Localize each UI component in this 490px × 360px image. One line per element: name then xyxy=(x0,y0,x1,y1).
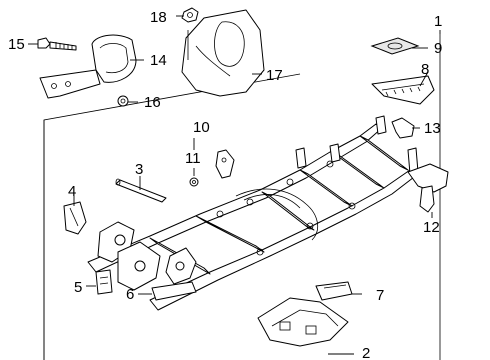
callout-17: 17 xyxy=(266,67,283,84)
part-5-clip xyxy=(95,269,113,295)
leader-lines xyxy=(28,15,441,355)
part-13-bracket xyxy=(391,117,415,139)
callout-13: 13 xyxy=(424,120,441,137)
part-7-pad xyxy=(315,281,353,301)
part-9-pad xyxy=(370,37,420,55)
part-15-bolt xyxy=(37,37,77,51)
part-14-tow-hook xyxy=(39,34,137,99)
callout-4: 4 xyxy=(68,183,76,200)
callout-12: 12 xyxy=(423,219,440,236)
part-18-clip xyxy=(181,7,199,23)
part-12-mount xyxy=(407,163,449,213)
callout-15: 15 xyxy=(8,36,25,53)
part-8-rail xyxy=(371,75,435,105)
part-11-nut xyxy=(189,177,199,187)
callout-1: 1 xyxy=(434,13,442,30)
callout-8: 8 xyxy=(421,61,429,78)
callout-7: 7 xyxy=(376,287,384,304)
callout-14: 14 xyxy=(150,52,167,69)
callout-10: 10 xyxy=(193,119,210,136)
part-17-shield xyxy=(181,9,265,97)
callout-5: 5 xyxy=(74,279,82,296)
part-6-block xyxy=(151,281,197,301)
callout-11: 11 xyxy=(185,150,201,167)
callout-18: 18 xyxy=(150,9,167,26)
part-10-bracket xyxy=(215,149,235,179)
callout-labels: 1 2 3 4 5 6 7 8 9 10 11 12 13 14 15 16 1… xyxy=(8,9,442,360)
callout-3: 3 xyxy=(135,161,143,178)
part-4-bracket xyxy=(63,201,87,235)
callout-6: 6 xyxy=(126,286,134,303)
callout-9: 9 xyxy=(434,40,442,57)
frame-assembly xyxy=(87,115,419,311)
callout-2: 2 xyxy=(362,345,370,360)
part-3-rod xyxy=(115,178,167,203)
callout-16: 16 xyxy=(144,94,161,111)
part-16-nut xyxy=(117,95,129,107)
part-2-skid xyxy=(257,297,349,347)
